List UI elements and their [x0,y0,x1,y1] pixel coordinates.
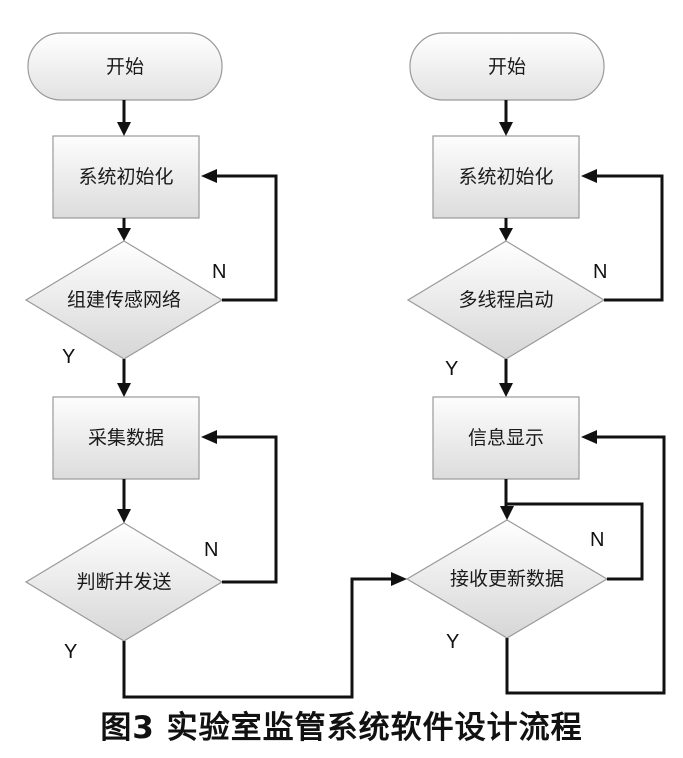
right-arrowhead-init-loop [581,169,597,183]
cross-arrowhead-receive [391,572,407,586]
right-receive-yes-label: Y [446,631,459,653]
right-arrowhead-init [499,122,513,136]
right-arrowheads [499,122,597,520]
right-loop-multithread-no [597,174,664,302]
left-arrowhead-build [117,228,131,241]
left-loop-build-no [216,174,278,302]
right-start-label: 开始 [488,56,526,78]
right-multithread-label: 多线程启动 [458,289,553,311]
left-arrowhead-init [117,122,131,136]
right-receive-no-label: N [590,529,604,551]
left-arrowhead-init-loop [201,169,217,183]
left-build-no-label: N [212,261,226,283]
left-build-network-label: 组建传感网络 [67,289,181,311]
right-arrowhead-display [499,383,513,397]
left-arrowhead-collect [117,383,131,397]
left-judge-yes-label: Y [64,641,77,663]
cross-arrow-judge-yes-to-receive [122,577,392,699]
figure-caption: 图3 实验室监管系统软件设计流程 [100,710,583,746]
left-loop-judge-no [216,435,278,584]
left-judge-no-label: N [204,539,218,561]
right-loop-receive-no [506,502,644,581]
right-display-label: 信息显示 [468,427,544,449]
right-loop-receive-yes [505,435,666,695]
left-collect-box [52,396,200,480]
left-arrowheads [117,122,407,586]
left-arrowhead-collect-loop [201,430,217,444]
right-multithread-no-label: N [593,261,607,283]
left-judge-send-label: 判断并发送 [76,571,171,593]
left-start-label: 开始 [106,56,144,78]
left-collect-label: 采集数据 [88,427,164,449]
flowchart: 开始 系统初始化 组建传感网络 采集数据 判断并发送 开始 系统初始化 多线程启… [24,32,666,699]
left-arrowhead-judge [117,509,131,523]
left-connectors [122,100,392,699]
right-init-box [432,135,580,219]
right-receive-label: 接收更新数据 [450,568,564,590]
left-init-label: 系统初始化 [78,166,173,188]
left-init-box [52,135,200,219]
right-connectors [504,100,666,695]
right-arrowhead-receive [500,506,514,520]
right-multithread-yes-label: Y [445,358,458,380]
left-build-yes-label: Y [62,346,75,368]
right-arrowhead-multithread [499,228,513,241]
right-arrowhead-display-loop [581,430,597,444]
right-display-box [432,396,580,480]
right-init-label: 系统初始化 [458,166,553,188]
